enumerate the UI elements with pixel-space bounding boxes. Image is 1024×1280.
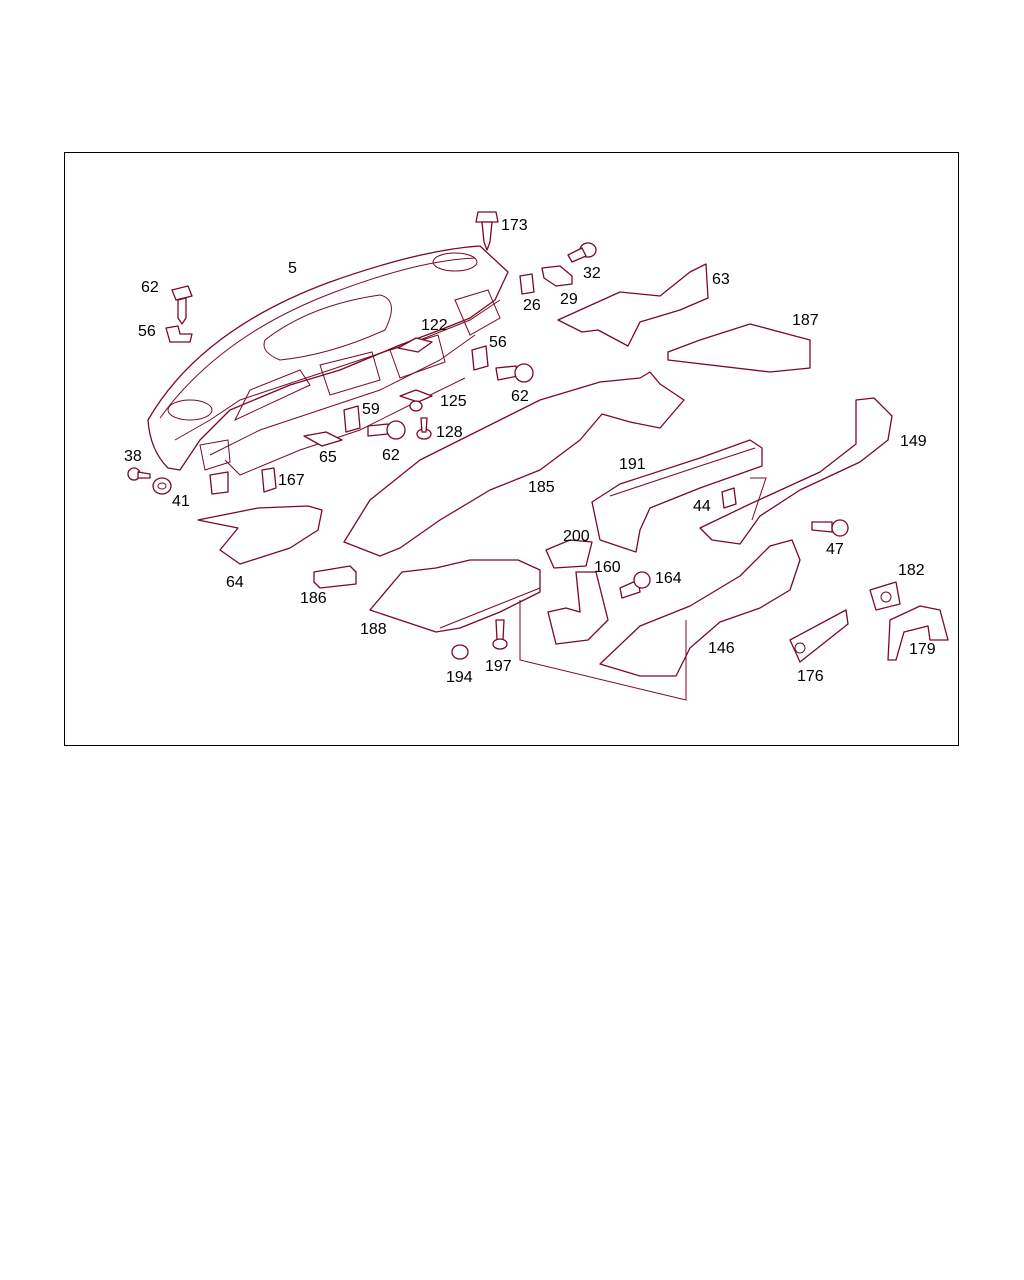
part-128-screw: [416, 417, 432, 440]
part-191-air-duct: [591, 439, 763, 553]
label-128: 128: [436, 424, 463, 441]
label-29: 29: [560, 291, 578, 308]
part-65-bracket: [303, 431, 343, 447]
part-44-clip: [721, 487, 737, 509]
part-164-bolt: [619, 571, 651, 599]
part-56-clip-mid: [471, 345, 489, 371]
label-62-mid: 62: [511, 388, 529, 405]
label-32: 32: [583, 265, 601, 282]
label-44: 44: [693, 498, 711, 515]
label-149: 149: [900, 433, 927, 450]
label-64: 64: [226, 574, 244, 591]
part-173-screw: [475, 211, 499, 251]
part-176-trim: [789, 609, 849, 663]
part-185-insulation-mat: [343, 371, 685, 557]
part-125-nut: [399, 389, 433, 412]
part-59-clip: [343, 405, 361, 433]
label-197: 197: [485, 658, 512, 675]
label-125: 125: [440, 393, 467, 410]
part-149-lower-panel: [699, 397, 893, 545]
label-182: 182: [898, 562, 925, 579]
label-41: 41: [172, 493, 190, 510]
label-38: 38: [124, 448, 142, 465]
label-56-left: 56: [138, 323, 156, 340]
part-32-screw: [567, 242, 597, 263]
label-200: 200: [563, 528, 590, 545]
part-63-insulation: [557, 263, 709, 347]
part-186-block: [313, 565, 357, 589]
label-185: 185: [528, 479, 555, 496]
label-191: 191: [619, 456, 646, 473]
part-167-clip: [261, 467, 277, 493]
label-160: 160: [594, 559, 621, 576]
label-47: 47: [826, 541, 844, 558]
part-41-nut: [152, 477, 172, 495]
part-29-bracket: [541, 265, 573, 287]
label-167: 167: [278, 472, 305, 489]
part-146-glovebox: [519, 539, 801, 701]
part-182-bezel: [869, 581, 901, 611]
part-122-clip: [397, 337, 433, 353]
part-62-bolt-mid: [495, 363, 534, 383]
label-173: 173: [501, 217, 528, 234]
label-164: 164: [655, 570, 682, 587]
label-65: 65: [319, 449, 337, 466]
part-200-bracket: [545, 539, 593, 569]
part-26-clip: [519, 273, 535, 295]
part-187-pad: [667, 323, 811, 373]
part-62-bolt-low: [367, 420, 406, 440]
label-146: 146: [708, 640, 735, 657]
label-187: 187: [792, 312, 819, 329]
part-179-cover: [887, 605, 949, 661]
label-5: 5: [288, 260, 297, 277]
part-56-clip-left: [165, 325, 193, 343]
part-62-bolt-left: [171, 285, 193, 325]
part-197-screw: [492, 619, 508, 650]
part-160-bracket: [547, 571, 609, 645]
label-59: 59: [362, 401, 380, 418]
part-38-screw: [127, 467, 151, 481]
part-194-clip: [451, 644, 469, 660]
label-188: 188: [360, 621, 387, 638]
label-179: 179: [909, 641, 936, 658]
label-62-low: 62: [382, 447, 400, 464]
label-176: 176: [797, 668, 824, 685]
label-186: 186: [300, 590, 327, 607]
label-56-mid: 56: [489, 334, 507, 351]
part-188-frame: [369, 559, 541, 633]
label-63: 63: [712, 271, 730, 288]
part-64-trim: [197, 505, 323, 565]
label-122: 122: [421, 317, 448, 334]
label-26: 26: [523, 297, 541, 314]
part-47-screw: [811, 519, 849, 537]
label-194: 194: [446, 669, 473, 686]
label-62-top: 62: [141, 279, 159, 296]
